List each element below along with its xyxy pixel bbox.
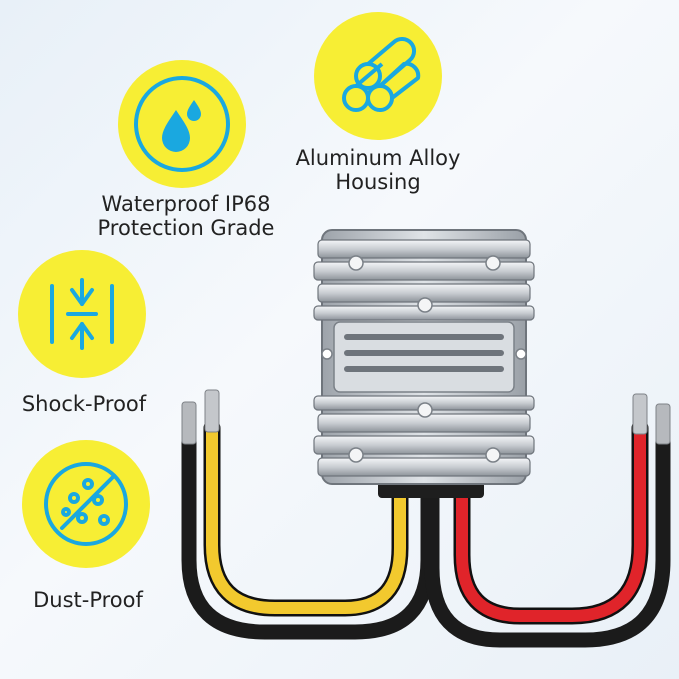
shock-badge (18, 250, 146, 378)
waterproof-badge (118, 60, 246, 188)
heat-sink-fin (317, 239, 531, 259)
aluminum-label: Aluminum Alloy Housing (295, 146, 461, 194)
dust-badge (22, 440, 150, 568)
aluminum-badge (314, 12, 442, 140)
aluminum-housing (313, 229, 535, 485)
heat-sink-fin (317, 457, 531, 477)
wire-tips (181, 389, 671, 445)
output-wires (181, 419, 671, 648)
dust-particles-icon (44, 462, 128, 546)
heat-sink-fin (313, 435, 535, 455)
water-drops-icon (134, 76, 230, 172)
heat-sink-fin (313, 261, 535, 281)
shock-label: Shock-Proof (21, 392, 147, 416)
shock-compression-icon (50, 278, 114, 350)
black-wire-right-outer (424, 432, 671, 648)
aluminum-rods-icon (342, 36, 421, 112)
dust-label: Dust-Proof (33, 588, 143, 612)
waterproof-label: Waterproof IP68 Protection Grade (97, 192, 275, 240)
black-wire-left-outer (181, 432, 436, 640)
